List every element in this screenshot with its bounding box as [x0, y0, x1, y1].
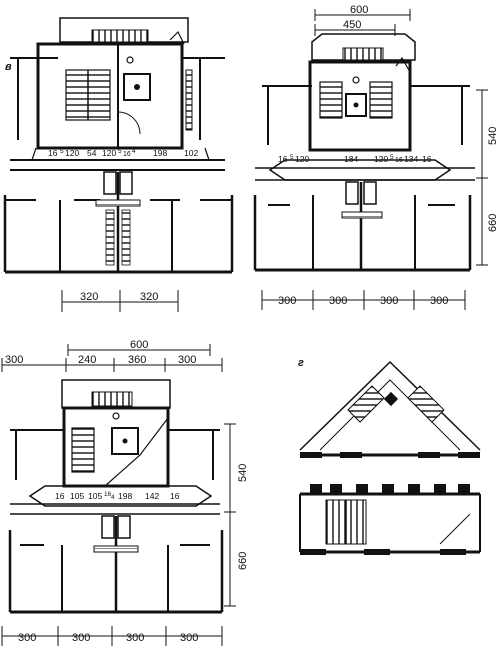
- dim: 16: [55, 491, 65, 501]
- dim: 300: [126, 632, 144, 644]
- panel-a: в 16 5 120 54 120 5 16: [3, 17, 234, 312]
- dim: 198: [118, 491, 132, 501]
- dim: 320: [80, 291, 98, 303]
- dim: 300: [180, 632, 198, 644]
- panel-d-letter: г: [298, 357, 304, 369]
- dim: 5: [60, 148, 64, 155]
- dim: 16: [104, 491, 112, 498]
- panel-b: 600 450 16 5 120 184 120 5 16: [253, 4, 499, 310]
- dim: 300: [72, 632, 90, 644]
- dim: 198: [153, 148, 167, 158]
- dim: 5: [290, 154, 294, 161]
- panel-a-dim-row: 16 5 120 54 120 5 16 4 198 102: [48, 148, 198, 158]
- dim: 105: [70, 491, 84, 501]
- dim: 5: [118, 148, 122, 155]
- dim: 120: [374, 154, 388, 164]
- dim: 120: [102, 148, 116, 158]
- panel-c-dim-row: 16 105 105 16 4 198 142 16: [55, 491, 180, 501]
- dim: 540: [237, 464, 249, 482]
- dim: 16: [395, 157, 403, 164]
- dim: 54: [87, 148, 97, 158]
- dim: 4: [132, 148, 136, 155]
- dim: 16: [170, 491, 180, 501]
- dim: 660: [487, 214, 499, 232]
- dim: 16: [278, 154, 288, 164]
- dim: 660: [237, 552, 249, 570]
- dim: 240: [78, 354, 96, 366]
- dim: 300: [278, 295, 296, 307]
- dim: 300: [178, 354, 196, 366]
- dim: 142: [145, 491, 159, 501]
- dim: 300: [18, 632, 36, 644]
- panel-d: г: [298, 357, 481, 555]
- dim: 16: [48, 148, 58, 158]
- dim: 16: [422, 154, 432, 164]
- dim: 16: [123, 151, 131, 158]
- dim: 450: [343, 19, 361, 31]
- dim: 184: [344, 154, 358, 164]
- panel-a-letter: в: [5, 61, 12, 73]
- dim: 300: [329, 295, 347, 307]
- dim: 134: [404, 154, 418, 164]
- dim: 102: [184, 148, 198, 158]
- dim: 105: [88, 491, 102, 501]
- dim: 120: [65, 148, 79, 158]
- panel-b-dim-row: 16 5 120 184 120 5 16 134 16: [278, 154, 432, 164]
- dim: 600: [130, 339, 148, 351]
- dim: 600: [350, 4, 368, 16]
- dim: 360: [128, 354, 146, 366]
- dim: 120: [295, 154, 309, 164]
- dim: 540: [487, 127, 499, 145]
- dim: 4: [111, 494, 115, 501]
- dim: 5: [390, 154, 394, 161]
- dim: 300: [380, 295, 398, 307]
- dim: 320: [140, 291, 158, 303]
- dim: 300: [430, 295, 448, 307]
- panel-c: 600 300 240 360 300 16 105 105: [1, 339, 249, 646]
- dim: 300: [5, 354, 23, 366]
